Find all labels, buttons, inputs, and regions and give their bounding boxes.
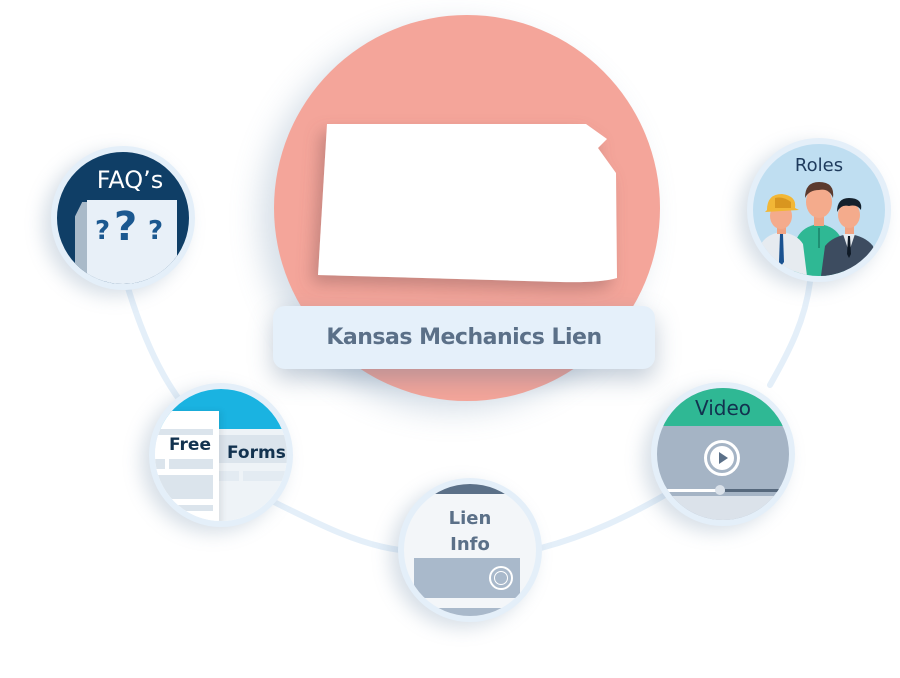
video-progress-track[interactable] <box>725 489 789 492</box>
roles-title: Roles <box>794 155 844 176</box>
play-button[interactable] <box>704 440 740 476</box>
notary-seal-icon <box>489 566 513 590</box>
video-scrubber-handle[interactable] <box>715 485 725 495</box>
forms-label: Forms <box>227 443 286 463</box>
notary-seal-inner <box>494 571 508 585</box>
form-field <box>155 459 165 469</box>
lien-info-title-line1: Lien <box>448 508 492 529</box>
roles-node[interactable]: Roles <box>747 138 891 282</box>
play-icon <box>719 452 728 464</box>
form-field <box>169 459 213 469</box>
video-title: Video <box>694 396 752 420</box>
question-mark-icon: ? <box>148 216 164 246</box>
lien-doc-header <box>404 484 536 494</box>
form-field <box>219 471 239 481</box>
video-progress-fill <box>657 489 719 492</box>
video-controls-bar <box>657 496 789 520</box>
form-field <box>155 429 213 435</box>
video-node[interactable]: Video <box>651 382 795 526</box>
form-field <box>215 435 287 463</box>
faq-node[interactable]: FAQ’s ? ? ? <box>51 146 195 290</box>
video-header-band <box>657 388 789 426</box>
lien-info-title: Lien Info <box>404 506 536 558</box>
faq-card <box>87 200 177 284</box>
faq-title: FAQ’s <box>96 166 164 194</box>
free-forms-node[interactable]: Free Forms <box>149 383 293 527</box>
form-field <box>243 471 287 481</box>
form-field <box>155 505 213 511</box>
state-title: Kansas Mechanics Lien <box>326 325 602 350</box>
question-mark-icon: ? <box>114 204 138 250</box>
lien-info-node[interactable]: Lien Info <box>398 478 542 622</box>
form-field <box>155 475 213 499</box>
free-label: Free <box>169 435 211 455</box>
people-icon <box>757 182 879 276</box>
play-button-inner <box>710 446 734 470</box>
question-mark-icon: ? <box>95 216 111 246</box>
lien-doc-footer <box>404 608 536 616</box>
lien-info-title-line2: Info <box>450 534 490 555</box>
state-title-button[interactable]: Kansas Mechanics Lien <box>273 306 655 369</box>
